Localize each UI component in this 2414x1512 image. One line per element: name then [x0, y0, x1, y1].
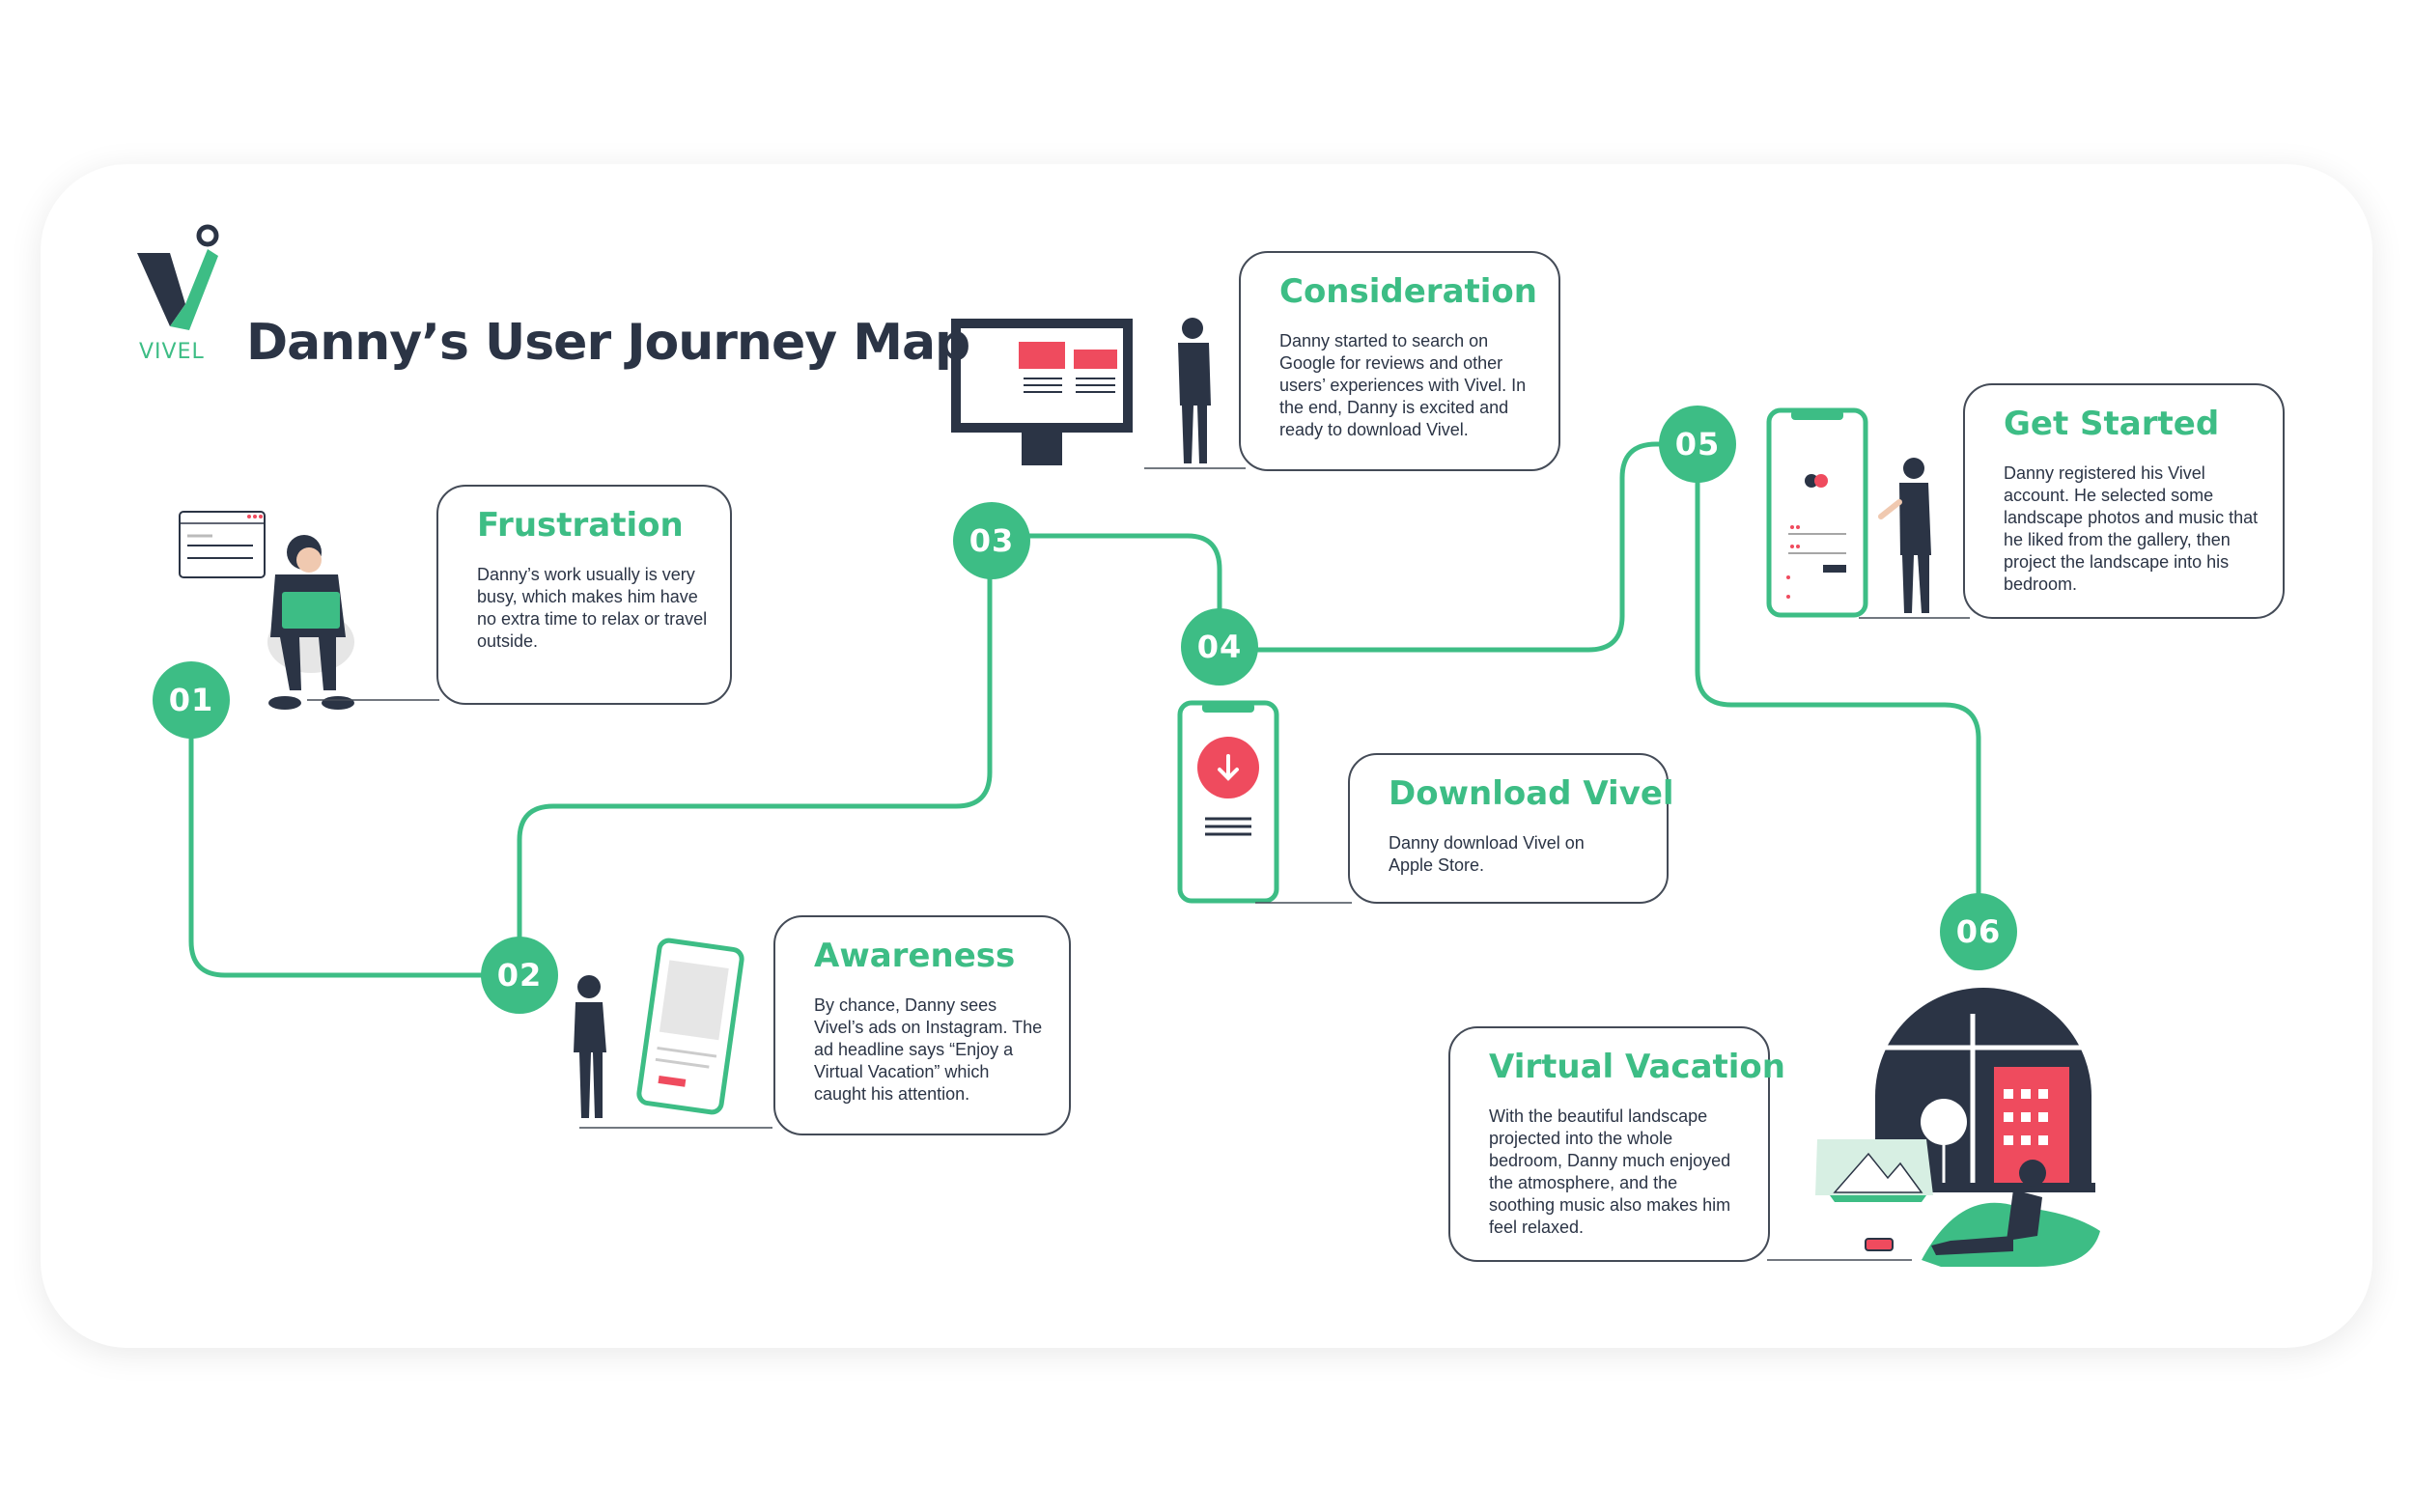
browser-window-illustration	[179, 511, 266, 578]
step-title: Download Vivel	[1389, 774, 1674, 813]
step-description: Danny started to search on Google for re…	[1279, 331, 1527, 439]
brand-name: VIVEL	[139, 340, 205, 364]
step-title: Get Started	[2004, 405, 2220, 443]
standing-person-illustration	[1878, 458, 1931, 613]
step-card-download-vivel: Download Vivel Danny download Vivel on A…	[1348, 753, 1674, 904]
step-card-awareness: Awareness By chance, Danny sees Vivel’s …	[773, 915, 1071, 1135]
step-description: Danny’s work usually is very busy, which…	[477, 565, 708, 651]
standing-person-illustration	[574, 975, 606, 1118]
step-number-02: 02	[481, 937, 558, 1014]
step-number-01: 01	[153, 661, 230, 739]
step-title: Virtual Vacation	[1489, 1048, 1785, 1086]
step-number-03: 03	[953, 502, 1030, 579]
step-number-05: 05	[1659, 406, 1736, 483]
step-number-04: 04	[1181, 608, 1258, 686]
step-title: Consideration	[1279, 272, 1537, 311]
step-title: Frustration	[477, 506, 684, 545]
relaxing-person-illustration	[1865, 1160, 2100, 1267]
phone-ad-illustration	[636, 938, 744, 1115]
step-card-consideration: Consideration Danny started to search on…	[1239, 251, 1560, 471]
step-number-06: 06	[1940, 893, 2017, 970]
phone-download-illustration	[1177, 700, 1279, 904]
step-description: Danny registered his Vivel account. He s…	[2004, 463, 2259, 594]
page-title: Danny’s User Journey Map	[246, 314, 970, 372]
step-description: By chance, Danny sees Vivel’s ads on Ins…	[814, 995, 1043, 1104]
vivel-logo	[137, 224, 219, 330]
step-description: With the beautiful landscape projected i…	[1489, 1106, 1731, 1237]
desktop-monitor-illustration	[951, 319, 1133, 465]
bedroom-window-illustration	[1815, 988, 2095, 1202]
step-card-virtual-vacation: Virtual Vacation With the beautiful land…	[1448, 1026, 1785, 1262]
journey-path	[188, 441, 1981, 978]
step-card-frustration: Frustration Danny’s work usually is very…	[436, 485, 732, 705]
phone-gallery-illustration	[1766, 407, 1868, 618]
step-title: Awareness	[814, 937, 1016, 975]
person-with-laptop-illustration	[267, 535, 354, 710]
standing-person-illustration	[1178, 318, 1211, 463]
step-card-get-started: Get Started Danny registered his Vivel a…	[1963, 383, 2285, 619]
step-description: Danny download Vivel on Apple Store.	[1389, 833, 1585, 875]
